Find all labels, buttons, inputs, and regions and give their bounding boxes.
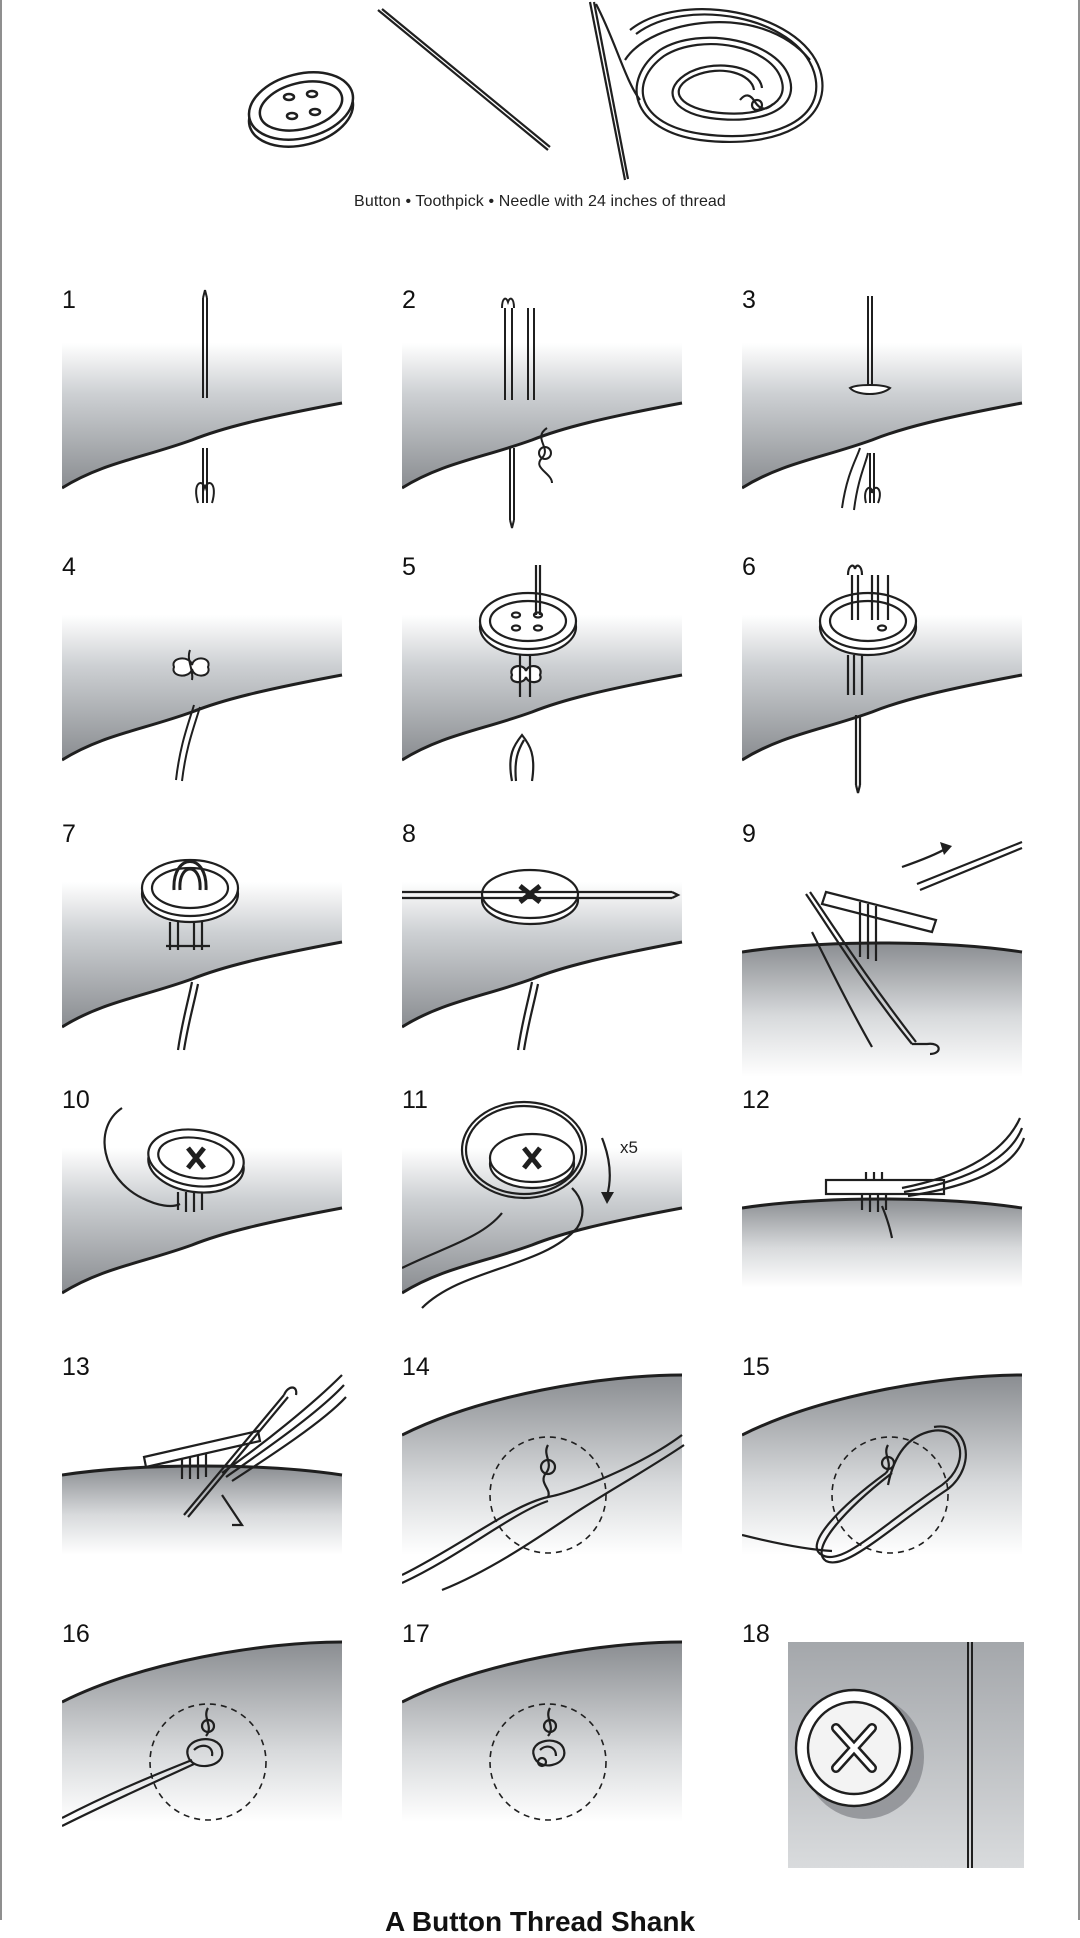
step-number: 3	[742, 286, 756, 314]
step-number: 7	[62, 820, 76, 848]
detail-circle	[489, 1703, 607, 1821]
frame-edge-left	[0, 0, 2, 1920]
step-5: 5	[402, 555, 692, 810]
step-15-illustration	[742, 1373, 1023, 1564]
step-6-illustration	[742, 564, 1023, 794]
supplies-caption: Button • Toothpick • Needle with 24 inch…	[354, 193, 726, 210]
button-side-icon	[824, 1117, 1026, 1239]
arrow-icon	[901, 847, 948, 869]
step-number: 4	[62, 553, 76, 581]
step-18-illustration	[788, 1642, 1024, 1868]
step-3: 3	[742, 288, 1032, 543]
step-9-illustration	[742, 840, 1023, 1077]
step-4: 4	[62, 555, 352, 810]
needle-icon	[841, 296, 892, 511]
detail-circle	[831, 1436, 949, 1554]
step-number: 8	[402, 820, 416, 848]
step-number: 6	[742, 553, 756, 581]
sewn-button-icon	[794, 1688, 914, 1808]
frame-edge-right	[1078, 0, 1080, 1920]
step-number: 18	[742, 1620, 770, 1648]
step-9: 9	[742, 822, 1032, 1077]
step-number: 15	[742, 1353, 770, 1381]
step-1: 1	[62, 288, 352, 543]
needle-icon	[195, 289, 215, 504]
step-2: 2	[402, 288, 692, 543]
button-icon	[402, 868, 681, 1051]
step-16-illustration	[62, 1640, 343, 1827]
button-icon	[247, 71, 355, 148]
step-15: 15	[742, 1355, 1032, 1610]
step-13: 13	[62, 1355, 352, 1610]
step-number: 13	[62, 1353, 90, 1381]
toothpick-icon	[377, 8, 551, 151]
supplies-illustration	[247, 1, 824, 181]
detail-circle	[149, 1703, 267, 1821]
button-icon	[478, 565, 578, 782]
step-11-illustration: x5	[402, 1100, 683, 1309]
knot-icon	[402, 1434, 685, 1592]
step-number: 16	[62, 1620, 90, 1648]
button-icon	[140, 858, 240, 1051]
button-icon	[818, 564, 918, 794]
button-icon	[103, 1107, 245, 1212]
step-number: 1	[62, 286, 76, 314]
step-number: 2	[402, 286, 416, 314]
step-6: 6	[742, 555, 1032, 810]
step-5-illustration	[402, 565, 683, 782]
knot-icon	[62, 1707, 224, 1827]
step-17: 17	[402, 1622, 692, 1877]
step-7: 7	[62, 822, 352, 1077]
step-number: 17	[402, 1620, 430, 1648]
arrow-icon	[600, 1137, 611, 1197]
step-number: 10	[62, 1086, 90, 1114]
knot-icon	[532, 1707, 566, 1768]
wrap-count-label: x5	[620, 1138, 638, 1157]
loop-icon	[742, 1425, 967, 1564]
step-12: 12	[742, 1088, 1032, 1343]
step-12-illustration	[742, 1117, 1026, 1288]
step-16: 16	[62, 1622, 352, 1877]
stitch-icon	[172, 649, 210, 782]
step-1-illustration	[62, 289, 343, 504]
step-3-illustration	[742, 296, 1023, 511]
step-11: 11 x5	[402, 1088, 692, 1343]
fabric	[62, 343, 342, 488]
detail-circle	[489, 1436, 607, 1554]
button-side-icon	[805, 840, 1023, 1056]
step-number: 9	[742, 820, 756, 848]
step-7-illustration	[62, 858, 343, 1051]
button-side-icon	[142, 1374, 347, 1527]
step-number: 12	[742, 1086, 770, 1114]
step-14: 14	[402, 1355, 692, 1610]
step-4-illustration	[62, 615, 343, 782]
step-number: 5	[402, 553, 416, 581]
needle-thread-icon	[588, 1, 824, 181]
step-14-illustration	[402, 1373, 685, 1592]
needle-icon	[501, 297, 553, 529]
step-number: 14	[402, 1353, 430, 1381]
step-8-illustration	[402, 868, 683, 1051]
step-8: 8	[402, 822, 692, 1077]
step-10-illustration	[62, 1107, 343, 1295]
step-13-illustration	[62, 1374, 347, 1555]
supplies-section: Button • Toothpick • Needle with 24 inch…	[0, 0, 1080, 230]
step-number: 11	[402, 1086, 428, 1114]
step-17-illustration	[402, 1640, 683, 1822]
footer-title: A Button Thread Shank	[384, 1906, 696, 1937]
step-18: 18	[742, 1622, 1032, 1877]
step-10: 10	[62, 1088, 352, 1343]
button-wrap-icon	[402, 1100, 588, 1309]
step-2-illustration	[402, 297, 683, 529]
